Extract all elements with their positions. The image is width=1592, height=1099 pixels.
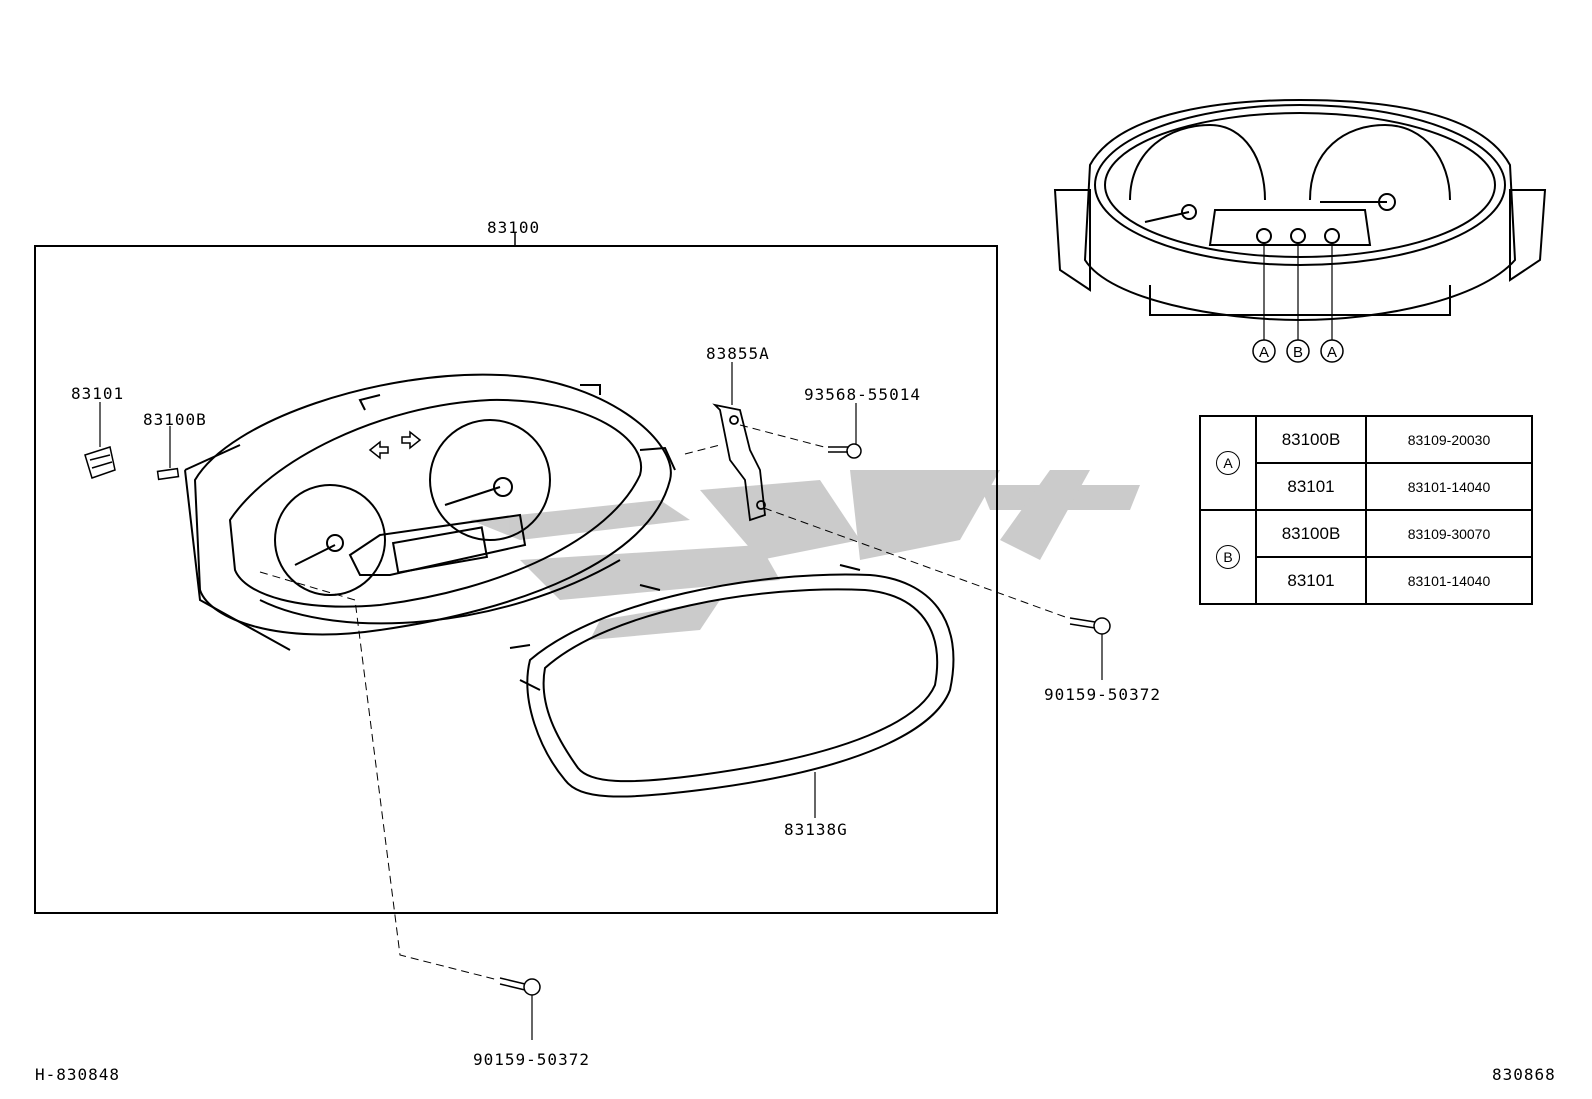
- table-cell: 83101-14040: [1365, 462, 1533, 511]
- table-cell: 83100B: [1255, 509, 1367, 558]
- bulb-socket-label: 83101: [71, 384, 125, 403]
- parts-table: A 83100B 83109-20030 83101 83101-14040 B…: [1199, 415, 1533, 605]
- callout-2: B: [1293, 344, 1303, 361]
- bracket-screw-label: 93568-55014: [804, 385, 921, 404]
- group-b-key: B: [1216, 545, 1240, 569]
- watermark-logo: [470, 470, 1140, 640]
- right-screw-label: 90159-50372: [1044, 685, 1161, 704]
- callout-3: A: [1327, 344, 1337, 361]
- bracket-part: [712, 403, 766, 522]
- table-cell: 83100B: [1255, 415, 1367, 464]
- right-screw-part: [1069, 617, 1111, 635]
- table-cell: 83101: [1255, 462, 1367, 511]
- group-a-cell: A: [1199, 415, 1257, 511]
- bracket-screw-part: [828, 443, 862, 459]
- table-cell: 83101: [1255, 556, 1367, 605]
- bulb-socket-part: [84, 446, 116, 479]
- group-b-cell: B: [1199, 509, 1257, 605]
- table-cell: 83109-30070: [1365, 509, 1533, 558]
- table-cell: 83109-20030: [1365, 415, 1533, 464]
- bulb-part: [156, 467, 180, 481]
- bulb-label: 83100B: [143, 410, 207, 429]
- bottom-screw-part: [499, 977, 541, 996]
- lens-frame-part: [509, 564, 955, 798]
- footer-left-code: H-830848: [35, 1065, 121, 1084]
- callout-circles: [1252, 339, 1344, 363]
- lens-frame-label: 83138G: [784, 820, 848, 839]
- bracket-label: 83855A: [706, 344, 770, 363]
- group-a-key: A: [1216, 451, 1240, 475]
- assembly-label: 83100: [487, 218, 541, 237]
- inset-cluster-drawing: [1053, 98, 1547, 322]
- footer-right-code: 830868: [1492, 1065, 1556, 1084]
- instrument-cluster-drawing: [184, 373, 676, 651]
- assembly-box: [34, 245, 998, 914]
- callout-1: A: [1259, 344, 1269, 361]
- table-cell: 83101-14040: [1365, 556, 1533, 605]
- bottom-screw-label: 90159-50372: [473, 1050, 590, 1069]
